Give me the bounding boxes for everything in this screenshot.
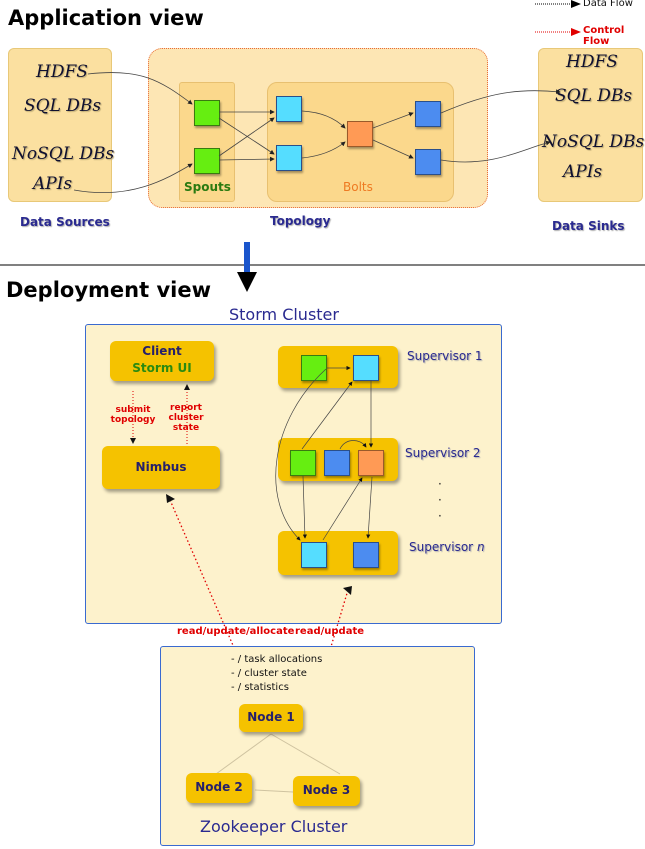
sink-nosql-dbs: NoSQL DBs (542, 132, 645, 152)
legend-arrows (535, 0, 581, 36)
nimbus-box (102, 446, 220, 489)
sup1-green-square (301, 355, 327, 381)
report-cluster-state-label: report cluster state (168, 403, 204, 433)
sink-sql-dbs: SQL DBs (555, 86, 633, 106)
client-label: Client (142, 344, 182, 358)
storm-cluster-label: Storm Cluster (229, 305, 339, 324)
supervisor-ellipsis: ··· (438, 477, 442, 523)
zk-node-1-label: Node 1 (247, 710, 295, 724)
sup2-green-square (290, 450, 316, 476)
section-divider (0, 242, 645, 292)
zk-connector-lines (215, 733, 341, 793)
supn-cyan-square (301, 542, 327, 568)
zk-path-cluster-state: - / cluster state (231, 668, 307, 679)
spout-square-1 (194, 100, 220, 126)
sup2-blue-square (324, 450, 350, 476)
source-hdfs: HDFS (36, 62, 88, 82)
storm-ui-label: Storm UI (132, 361, 192, 375)
supn-blue-square (353, 542, 379, 568)
bolt-square-3 (347, 121, 373, 147)
zk-path-statistics: - / statistics (231, 682, 289, 693)
zk-node-2-label: Node 2 (195, 780, 243, 794)
zk-node-3 (293, 776, 360, 806)
spout-square-2 (194, 148, 220, 174)
supervisor-n-suffix: n (476, 540, 485, 554)
zookeeper-cluster-panel (160, 646, 475, 846)
zk-node-1 (239, 704, 303, 732)
nimbus-label: Nimbus (135, 460, 187, 474)
bolt-square-4 (415, 101, 441, 127)
sup1-cyan-square (353, 355, 379, 381)
bolt-square-2 (276, 145, 302, 171)
sink-hdfs: HDFS (566, 52, 618, 72)
legend-data-flow: Data Flow (583, 0, 633, 9)
data-sinks-label: Data Sinks (552, 219, 625, 233)
zk-path-task-allocations: - / task allocations (231, 654, 323, 665)
data-sources-label: Data Sources (20, 215, 110, 229)
supervisor-n-label: Supervisor n (409, 540, 485, 554)
bolt-square-5 (415, 149, 441, 175)
topology-label: Topology (270, 214, 331, 228)
application-view-title: Application view (8, 6, 204, 30)
supervisor-1-label: Supervisor 1 (407, 349, 483, 363)
read-update-allocate-label: read/update/allocate (177, 626, 295, 637)
read-update-label: read/update (295, 626, 365, 637)
bolt-square-1 (276, 96, 302, 122)
legend-control-flow: Control Flow (583, 25, 625, 47)
source-apis: APIs (33, 174, 73, 194)
zk-node-2 (186, 773, 252, 803)
bolts-label: Bolts (343, 180, 373, 194)
client-box (110, 341, 214, 381)
supervisor-2-label: Supervisor 2 (405, 446, 481, 460)
sup2-orange-square (358, 450, 384, 476)
sink-apis: APIs (563, 162, 603, 182)
spouts-label: Spouts (184, 180, 231, 194)
data-sinks-panel (538, 48, 643, 202)
deployment-view-title: Deployment view (6, 278, 211, 302)
app-flow-arrows (73, 72, 561, 194)
source-sql-dbs: SQL DBs (24, 96, 102, 116)
zookeeper-cluster-label: Zookeeper Cluster (200, 817, 348, 836)
zk-node-3-label: Node 3 (302, 783, 351, 797)
supervisor-n-text: Supervisor (409, 540, 474, 554)
source-nosql-dbs: NoSQL DBs (12, 144, 115, 164)
